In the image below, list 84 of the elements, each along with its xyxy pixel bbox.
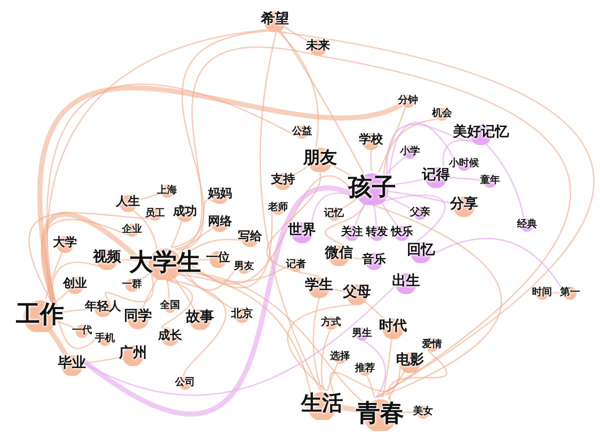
word-label: 微信 — [325, 246, 353, 262]
word-label: 朋友 — [303, 148, 337, 168]
word-label: 一位 — [206, 251, 230, 265]
link-curve — [312, 298, 322, 390]
word-label: 大学 — [53, 236, 77, 250]
word-label: 男生 — [352, 328, 372, 338]
link-curve — [363, 340, 386, 398]
word-label: 推荐 — [355, 362, 375, 374]
word-label: 第一 — [560, 286, 580, 298]
word-label: 童年 — [480, 174, 500, 186]
word-label: 同学 — [124, 309, 152, 325]
word-label: 视频 — [93, 250, 121, 266]
word-label: 音乐 — [362, 253, 386, 267]
word-label: 年轻人 — [85, 300, 121, 314]
link-curve — [162, 279, 193, 329]
link-curve — [382, 338, 392, 398]
word-label: 美女 — [413, 406, 433, 416]
word-label: 转发 — [366, 226, 388, 238]
word-label: 一代 — [72, 324, 92, 336]
link-curve — [373, 204, 377, 226]
word-label: 记得 — [422, 168, 450, 184]
word-label: 小学 — [400, 146, 420, 156]
word-label: 公司 — [175, 376, 195, 388]
word-label: 爱情 — [422, 338, 442, 350]
link-curve — [320, 330, 331, 390]
word-label: 网络 — [208, 215, 232, 229]
word-label: 分钟 — [398, 94, 418, 106]
link-curve — [260, 32, 321, 390]
word-label: 妈妈 — [208, 187, 232, 201]
link-curve — [166, 280, 170, 300]
word-label: 北京 — [231, 308, 253, 320]
word-label: 写给 — [238, 230, 262, 244]
link-curve — [168, 279, 226, 376]
word-label: 电影 — [396, 353, 424, 369]
word-label: 关注 — [341, 226, 363, 238]
link-curve — [266, 172, 321, 277]
word-label: 广州 — [119, 346, 147, 362]
word-label: 创业 — [63, 277, 87, 291]
word-label: 老师 — [268, 202, 288, 212]
word-label: 生活 — [301, 392, 343, 416]
link-curve — [278, 31, 319, 147]
link-curve — [372, 204, 502, 398]
word-label: 人生 — [116, 195, 140, 209]
word-label: 分享 — [450, 197, 478, 213]
word-label: 故事 — [186, 310, 214, 326]
word-label: 机会 — [432, 108, 452, 118]
word-label: 父亲 — [410, 206, 430, 218]
word-label: 成功 — [173, 205, 197, 219]
word-label: 一群 — [122, 278, 142, 290]
word-label: 成长 — [158, 329, 182, 343]
word-label: 大学生 — [129, 248, 201, 276]
link-curve — [370, 150, 372, 172]
word-label: 时间 — [532, 286, 552, 298]
word-label: 美好记忆 — [453, 125, 509, 141]
word-label: 出生 — [392, 274, 420, 290]
word-label: 支持 — [271, 173, 295, 187]
word-label: 员工 — [145, 208, 165, 218]
word-label: 快乐 — [391, 226, 413, 238]
word-label: 学生 — [305, 278, 333, 294]
word-label: 全国 — [160, 300, 180, 310]
word-label: 青春 — [356, 400, 404, 426]
word-label: 世界 — [288, 223, 316, 239]
word-label: 选择 — [330, 350, 350, 362]
word-label: 希望 — [261, 12, 289, 28]
word-label: 工作 — [16, 300, 64, 328]
word-label: 方式 — [321, 316, 341, 328]
word-label: 男友 — [234, 260, 254, 272]
word-label: 企业 — [122, 224, 142, 234]
word-node — [287, 219, 317, 243]
word-label: 父母 — [343, 285, 371, 301]
word-label: 孩子 — [348, 174, 396, 200]
word-label: 毕业 — [58, 356, 86, 372]
word-label: 记忆 — [324, 208, 344, 218]
word-label: 回忆 — [407, 243, 435, 259]
word-label: 学校 — [359, 133, 383, 147]
word-label: 上海 — [157, 184, 177, 196]
link-curve — [319, 55, 570, 398]
word-label: 经典 — [517, 218, 537, 230]
word-label: 小时候 — [449, 158, 479, 168]
word-label: 记者 — [286, 258, 306, 270]
word-label: 公益 — [292, 126, 312, 136]
word-label: 未来 — [306, 39, 330, 53]
word-label: 手机 — [95, 332, 115, 344]
word-label: 时代 — [379, 319, 407, 335]
